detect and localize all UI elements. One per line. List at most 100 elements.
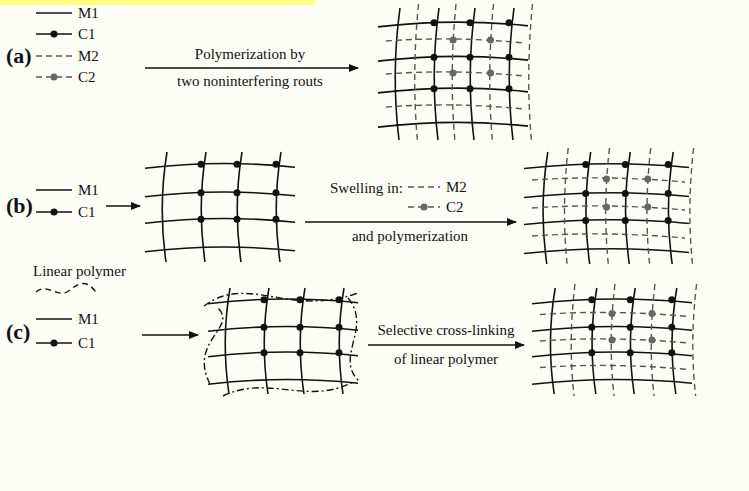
crosslink-dot [622, 190, 629, 197]
crosslink-dot [644, 176, 651, 183]
legend-text: M2 [446, 179, 467, 196]
crosslink-dot [588, 296, 595, 303]
second-network-chain [532, 234, 685, 238]
process-arrow [305, 221, 516, 222]
process-arrow [368, 344, 524, 345]
crosslink-dot [668, 324, 675, 331]
linear-polymer [223, 382, 353, 396]
panel-label: (b) [6, 194, 33, 218]
arrow-text: Swelling in: [330, 180, 403, 197]
crosslink-dot [506, 19, 513, 26]
network-chain [145, 163, 295, 168]
linear-polymer [348, 298, 360, 382]
crosslink-dot [487, 37, 494, 44]
second-network-chain [693, 284, 697, 396]
crosslink-dot [51, 209, 58, 216]
crosslink-dot [622, 161, 629, 168]
legend-text: C1 [78, 26, 96, 43]
legend-text: C2 [446, 199, 464, 216]
crosslink-dot [198, 161, 205, 168]
panel-label: (c) [6, 320, 30, 344]
crosslink-dot [588, 324, 595, 331]
crosslink-dot [582, 161, 589, 168]
crosslink-dot [668, 296, 675, 303]
crosslink-dot [297, 324, 304, 331]
network-chain [145, 218, 295, 223]
crosslink-dot [51, 340, 58, 347]
crosslink-dot [644, 204, 651, 211]
arrow-text: Selective cross-linking [377, 322, 514, 339]
crosslink-dot [665, 217, 672, 224]
crosslink-dot [627, 324, 634, 331]
second-network-chain [529, 4, 533, 142]
network-chain [543, 152, 548, 264]
crosslink-dot [603, 204, 610, 211]
legend-text: C1 [78, 335, 96, 352]
crosslink-dot [234, 216, 241, 223]
legend-text: M1 [78, 311, 99, 328]
arrow-text: and polymerization [352, 228, 468, 245]
linear-polymer [204, 308, 223, 384]
crosslink-dot [261, 296, 268, 303]
network-chain [201, 152, 206, 262]
network-chain [592, 288, 597, 394]
crosslink-dot [506, 85, 513, 92]
network-chain [208, 352, 358, 357]
network-chain [208, 380, 358, 385]
process-arrow [106, 205, 140, 206]
crosslink-dot [431, 85, 438, 92]
process-arrow [142, 334, 198, 335]
crosslink-dot [450, 70, 457, 77]
crosslink-dot [431, 19, 438, 26]
arrow-text: two noninterfering routs [177, 73, 323, 90]
network-chain [264, 288, 269, 394]
crosslink-dot [588, 349, 595, 356]
network-chain [395, 8, 400, 140]
network-chain [672, 288, 677, 394]
network-chain [509, 8, 514, 140]
network-chain [434, 8, 439, 140]
network-chain [339, 288, 344, 394]
network-chain [225, 288, 230, 394]
crosslink-dot [421, 204, 428, 211]
process-arrow [145, 67, 358, 68]
network-chain [237, 152, 242, 262]
m1-sample [36, 189, 72, 190]
crosslink-dot [273, 216, 280, 223]
crosslink-dot [649, 310, 656, 317]
m1-sample [36, 12, 72, 13]
crosslink-dot [273, 189, 280, 196]
crosslink-dot [627, 349, 634, 356]
network-chain [532, 380, 692, 385]
legend-text: Linear polymer [33, 263, 126, 280]
network-chain [626, 152, 631, 264]
crosslink-dot [198, 189, 205, 196]
m2-sample [36, 55, 72, 56]
arrow-text: Polymerization by [195, 46, 305, 63]
crosslink-dot [467, 85, 474, 92]
crosslink-dot [609, 310, 616, 317]
network-chain [532, 299, 692, 304]
network-chain [145, 192, 295, 197]
network-chain [208, 299, 358, 304]
network-chain [586, 152, 591, 264]
linear-polymer-sample [36, 283, 96, 293]
panel-label: (a) [6, 44, 32, 68]
crosslink-dot [336, 349, 343, 356]
crosslink-dot [273, 161, 280, 168]
crosslink-dot [582, 217, 589, 224]
crosslink-dot [51, 31, 58, 38]
top-bar [0, 0, 315, 5]
network-chain [630, 288, 635, 394]
crosslink-dot [665, 190, 672, 197]
second-network-chain [386, 105, 524, 109]
crosslink-dot [506, 54, 513, 61]
crosslink-dot [649, 337, 656, 344]
crosslink-dot [665, 161, 672, 168]
linear-polymer [204, 293, 358, 306]
legend-text: C2 [78, 69, 96, 86]
crosslink-dot [261, 349, 268, 356]
crosslink-dot [582, 190, 589, 197]
legend-text: M2 [78, 48, 99, 65]
